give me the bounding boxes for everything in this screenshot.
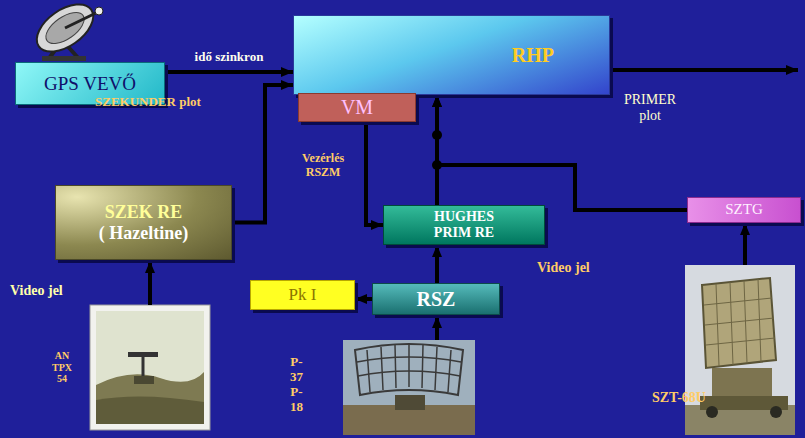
signal-connector — [165, 70, 293, 74]
box-text: Pk I — [289, 285, 317, 305]
video-arrow — [743, 223, 747, 265]
processor-box: RHPVM — [293, 15, 610, 95]
radar-station-box: RSZ — [372, 283, 500, 315]
signal-connector — [366, 122, 383, 225]
radar-type-label: P-37 P-18 — [290, 355, 303, 415]
box-text: SZTG — [725, 201, 763, 218]
indicator-box: Pk I — [250, 280, 355, 310]
connector-label: idő szinkron — [195, 50, 264, 65]
extractor-box: SZEK RE( Hazeltine) — [55, 185, 232, 260]
output-arrow — [610, 68, 798, 72]
signal-connector — [355, 297, 372, 301]
signal-connector — [232, 85, 293, 223]
box-text: SZEK RE — [105, 202, 183, 223]
signal-label: Video jel — [537, 260, 590, 276]
radar-type-label: AN TPX 54 — [52, 350, 72, 385]
gps-dish-icon — [28, 0, 103, 61]
signal-label: PRIMER plot — [624, 92, 676, 124]
video-arrow — [148, 261, 152, 305]
extractor-box: SZTG — [687, 197, 801, 223]
signal-connector — [435, 245, 439, 283]
radar-photo — [685, 265, 795, 435]
module-box: VM — [298, 93, 416, 122]
signal-label: SZEKUNDER plot — [95, 95, 201, 110]
box-text: RSZ — [417, 288, 456, 311]
video-arrow — [435, 316, 439, 340]
radar-photo — [90, 305, 210, 430]
box-text: VM — [341, 96, 373, 119]
radar-photo — [343, 340, 475, 435]
box-text: GPS VEVŐ — [44, 73, 136, 95]
box-text: RHP — [512, 44, 554, 67]
box-text: ( Hazeltine) — [99, 223, 188, 244]
box-text: HUGHES PRIM RE — [417, 209, 512, 241]
signal-label: Vezérlés RSZM — [302, 152, 344, 180]
radar-type-label: SZT-68U — [652, 390, 706, 406]
extractor-box: HUGHES PRIM RE — [383, 205, 545, 245]
signal-label: Video jel — [10, 283, 63, 299]
